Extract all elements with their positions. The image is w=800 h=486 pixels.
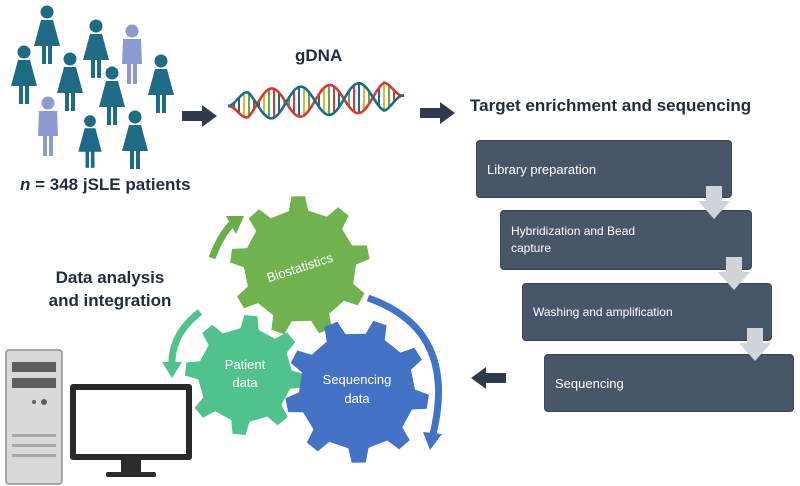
cohort-label: n = 348 jSLE patients — [20, 175, 191, 195]
female-person-icon — [57, 52, 83, 111]
gear-sequencing-label-line2: data — [344, 391, 370, 406]
gear-sequencing-data — [285, 320, 429, 463]
cycle-arrow-green — [208, 219, 237, 260]
arrow-right-icon — [182, 105, 217, 127]
female-person-icon — [122, 110, 148, 169]
step-washing-amplification: Washing and amplification — [522, 283, 772, 341]
female-person-icon — [148, 54, 174, 113]
gear-patient-label-line1: Patient — [225, 357, 266, 372]
male-person-icon — [38, 96, 58, 156]
data-analysis-line1: Data analysis — [55, 268, 165, 287]
cycle-arrow-blue — [366, 294, 442, 439]
dna-helix-icon — [228, 81, 405, 120]
male-person-icon — [122, 24, 142, 84]
computer-icon — [5, 349, 192, 485]
step-label: Sequencing — [555, 375, 624, 391]
gear-patient-data — [185, 315, 305, 435]
arrowhead-icon — [162, 362, 182, 378]
patient-cohort-illustration — [11, 5, 174, 169]
step-label: Washing and amplification — [533, 305, 673, 319]
cohort-count-text: = 348 jSLE patients — [30, 175, 191, 194]
cohort-n-symbol: n — [20, 175, 31, 194]
gear-patient-label-line2: data — [232, 375, 258, 390]
data-analysis-title: Data analysis and integration — [40, 266, 180, 312]
arrowhead-icon — [423, 432, 442, 450]
arrow-right-icon — [420, 102, 455, 124]
target-enrichment-title: Target enrichment and sequencing — [470, 96, 752, 115]
gears-illustration: Biostatistics Patient data Sequencing da… — [162, 196, 442, 463]
step-hybridization: Hybridization and Bead capture — [500, 210, 752, 270]
female-person-icon — [34, 5, 60, 64]
data-analysis-line2: and integration — [48, 291, 172, 310]
female-person-icon — [78, 115, 102, 168]
step-library-preparation: Library preparation — [476, 140, 732, 198]
female-person-icon — [83, 19, 109, 78]
step-sequencing: Sequencing — [544, 354, 794, 412]
gear-biostatistics — [230, 196, 370, 335]
step-label: Library preparation — [487, 161, 597, 177]
arrow-down-icon — [718, 257, 750, 290]
arrow-down-icon — [698, 186, 730, 219]
arrow-down-icon — [739, 328, 771, 361]
female-person-icon — [99, 66, 125, 125]
gdna-label: gDNA — [295, 46, 343, 65]
female-person-icon — [11, 45, 37, 104]
arrowhead-icon — [226, 216, 244, 234]
gear-sequencing-label-line1: Sequencing — [323, 372, 392, 387]
cycle-arrow-mint — [168, 309, 203, 369]
arrow-left-icon — [471, 367, 506, 389]
step-label: Hybridization and Bead capture — [511, 224, 636, 255]
